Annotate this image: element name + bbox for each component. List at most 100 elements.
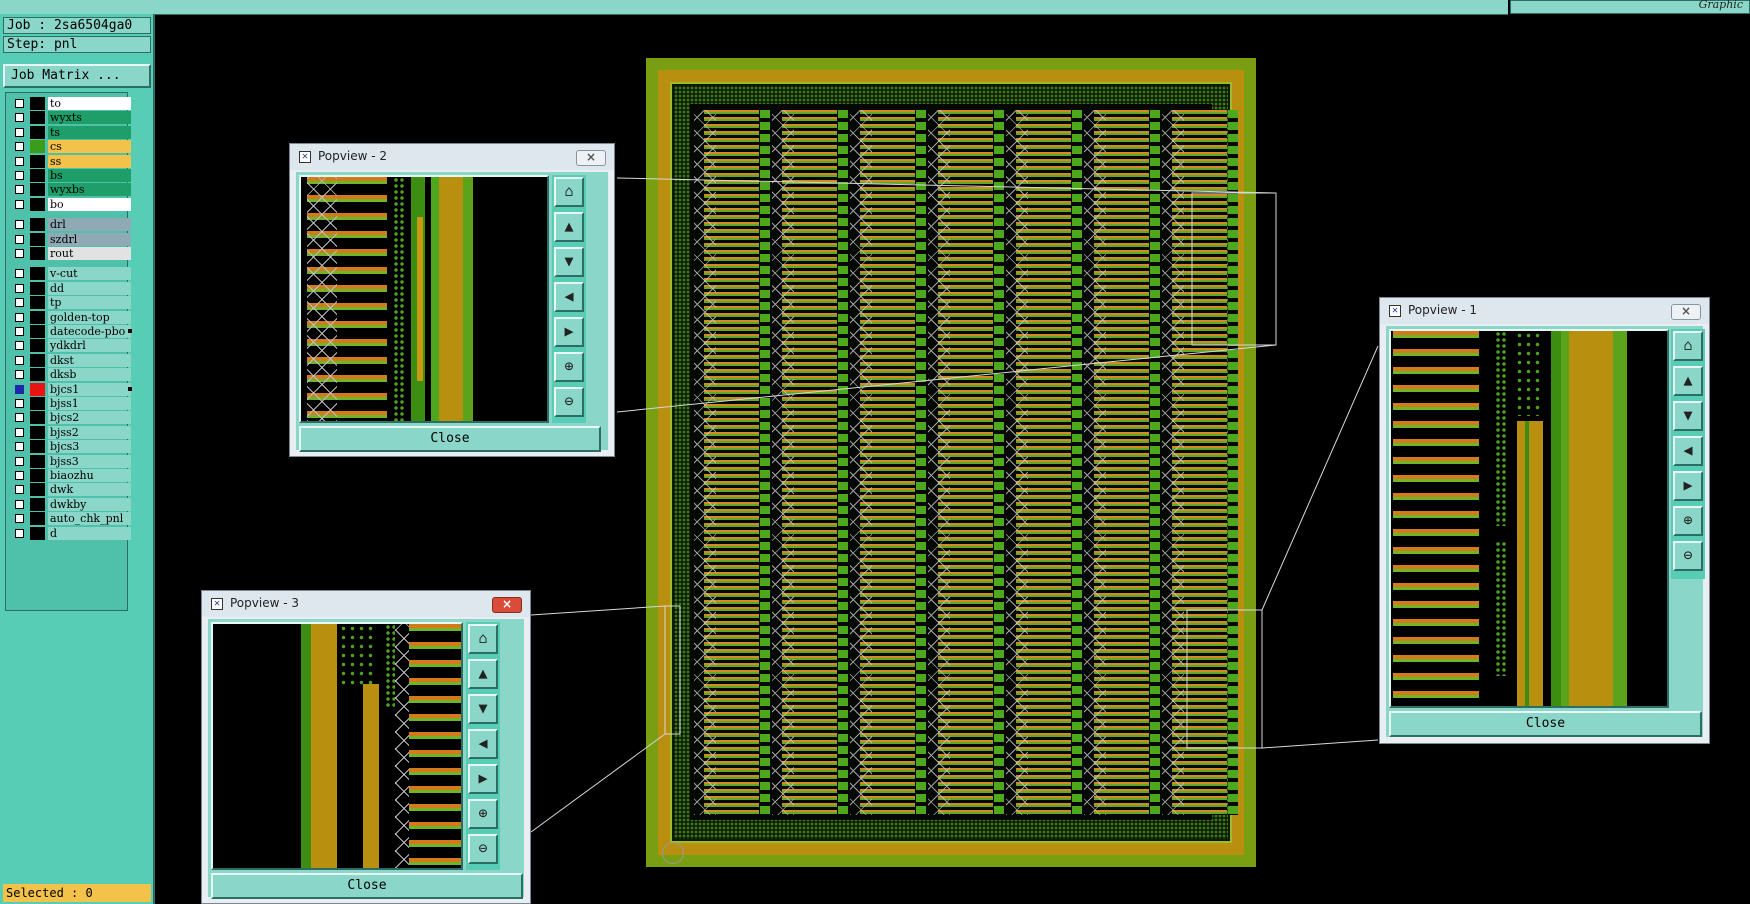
layer-checkbox[interactable]	[15, 442, 24, 452]
pan-left-icon[interactable]: ◀	[1673, 436, 1703, 466]
layer-color-swatch[interactable]	[30, 267, 45, 281]
layer-row-bjss2[interactable]: bjss2	[10, 425, 131, 440]
layer-name[interactable]: bs	[48, 169, 131, 182]
layer-name[interactable]: dkst	[48, 353, 131, 367]
layer-color-swatch[interactable]	[30, 425, 45, 439]
popview-2-titlebar[interactable]: ✕ Popview - 2 ×	[290, 144, 614, 170]
layer-name[interactable]: ts	[48, 125, 131, 139]
layer-checkbox[interactable]	[15, 171, 24, 180]
layer-name[interactable]: dwk	[48, 483, 131, 497]
popview-2-close-x-button[interactable]: ×	[576, 150, 606, 166]
layer-color-swatch[interactable]	[30, 325, 45, 338]
layer-name[interactable]: bjcs1	[48, 382, 131, 396]
layer-checkbox[interactable]	[15, 528, 24, 538]
layer-color-swatch[interactable]	[30, 97, 45, 110]
pan-right-icon[interactable]: ▶	[554, 317, 584, 347]
zoom-out-icon[interactable]: ⊖	[1673, 541, 1703, 571]
layer-checkbox[interactable]	[15, 456, 24, 466]
layer-row-wyxbs[interactable]: wyxbs	[10, 182, 131, 197]
layer-row-ydkdrl[interactable]: ydkdrl	[10, 338, 131, 353]
layer-row-bjss1[interactable]: bjss1	[10, 396, 131, 411]
layer-name[interactable]: bjcs2	[48, 411, 131, 425]
layer-checkbox[interactable]	[15, 156, 24, 166]
layer-name[interactable]: to	[48, 97, 131, 110]
pan-down-icon[interactable]: ▼	[468, 694, 498, 724]
layer-row-v-cut[interactable]: v-cut	[10, 266, 131, 281]
layer-color-swatch[interactable]	[30, 339, 45, 353]
layer-checkbox[interactable]	[15, 249, 24, 258]
layer-row-biaozhu[interactable]: biaozhu	[10, 468, 131, 483]
layer-row-datecode-pbo[interactable]: datecode-pbo	[10, 324, 132, 339]
layer-row-bjcs2[interactable]: bjcs2	[10, 410, 131, 425]
popview-1-titlebar[interactable]: ✕ Popview - 1 ×	[1380, 298, 1709, 324]
layer-row-d[interactable]: d	[10, 526, 131, 541]
layer-name[interactable]: wyxts	[48, 111, 131, 125]
layer-color-swatch[interactable]	[30, 296, 45, 310]
layer-name[interactable]: auto_chk_pnl	[48, 512, 131, 526]
layer-checkbox[interactable]	[15, 234, 24, 244]
layer-color-swatch[interactable]	[30, 512, 45, 526]
layer-checkbox[interactable]	[15, 499, 24, 509]
layer-name[interactable]: ss	[48, 154, 131, 168]
popview-2-viewport[interactable]	[299, 175, 549, 423]
layer-row-dkst[interactable]: dkst	[10, 353, 131, 368]
layer-color-swatch[interactable]	[30, 154, 45, 168]
layer-checkbox[interactable]	[15, 185, 24, 195]
layer-color-swatch[interactable]	[30, 169, 45, 182]
layer-checkbox[interactable]	[15, 413, 24, 423]
zoom-in-icon[interactable]: ⊕	[468, 799, 498, 829]
layer-color-swatch[interactable]	[30, 454, 45, 468]
layer-row-bjcs1[interactable]: bjcs1	[10, 382, 132, 397]
layer-name[interactable]: drl	[48, 218, 131, 232]
layer-name[interactable]: dwkby	[48, 497, 131, 511]
layer-checkbox[interactable]	[15, 427, 24, 437]
layer-name[interactable]: wyxbs	[48, 183, 131, 197]
layer-color-swatch[interactable]	[30, 483, 45, 497]
layer-checkbox[interactable]	[15, 327, 24, 336]
layer-row-bjss3[interactable]: bjss3	[10, 454, 131, 469]
layer-checkbox[interactable]	[15, 471, 24, 480]
layer-name[interactable]: dksb	[48, 368, 131, 382]
layer-row-tp[interactable]: tp	[10, 295, 131, 310]
layer-name[interactable]: biaozhu	[48, 469, 131, 482]
layer-name[interactable]: bo	[48, 197, 131, 211]
popview-2-close-button[interactable]: Close	[299, 426, 601, 452]
layer-row-dwk[interactable]: dwk	[10, 482, 131, 497]
layer-name[interactable]: dd	[48, 281, 131, 295]
layer-name[interactable]: bjcs3	[48, 440, 131, 454]
layer-name[interactable]: rout	[48, 247, 131, 260]
layer-name[interactable]: datecode-pbo	[48, 325, 131, 338]
layer-color-swatch[interactable]	[30, 197, 45, 211]
pan-left-icon[interactable]: ◀	[468, 729, 498, 759]
layer-checkbox[interactable]	[15, 298, 24, 308]
layer-name[interactable]: v-cut	[48, 267, 131, 281]
layer-color-swatch[interactable]	[30, 125, 45, 139]
layer-row-cs[interactable]: cs	[10, 139, 131, 154]
layer-checkbox[interactable]	[15, 514, 24, 524]
layer-color-swatch[interactable]	[30, 140, 45, 154]
layer-name[interactable]: bjss2	[48, 425, 131, 439]
layer-name[interactable]: golden-top	[48, 310, 131, 324]
popview-3-close-x-button[interactable]: ×	[492, 597, 522, 613]
zoom-home-icon[interactable]: ⌂	[1673, 331, 1703, 361]
layer-name[interactable]: szdrl	[48, 232, 131, 246]
popview-1-viewport[interactable]	[1389, 329, 1669, 708]
layer-checkbox[interactable]	[15, 355, 24, 365]
layer-name[interactable]: bjss3	[48, 454, 131, 468]
layer-checkbox[interactable]	[15, 485, 24, 495]
layer-checkbox[interactable]	[15, 384, 24, 394]
layer-row-golden-top[interactable]: golden-top	[10, 310, 131, 325]
layer-checkbox[interactable]	[15, 283, 24, 293]
layer-color-swatch[interactable]	[30, 469, 45, 482]
layer-color-swatch[interactable]	[30, 232, 45, 246]
layer-color-swatch[interactable]	[30, 411, 45, 425]
pan-right-icon[interactable]: ▶	[468, 764, 498, 794]
layer-row-ss[interactable]: ss	[10, 154, 131, 169]
layer-row-bs[interactable]: bs	[10, 168, 131, 183]
pan-right-icon[interactable]: ▶	[1673, 471, 1703, 501]
layer-color-swatch[interactable]	[30, 111, 45, 125]
pan-up-icon[interactable]: ▲	[468, 659, 498, 689]
zoom-out-icon[interactable]: ⊖	[554, 387, 584, 417]
layer-name[interactable]: bjss1	[48, 397, 131, 410]
layer-name[interactable]: ydkdrl	[48, 339, 131, 353]
